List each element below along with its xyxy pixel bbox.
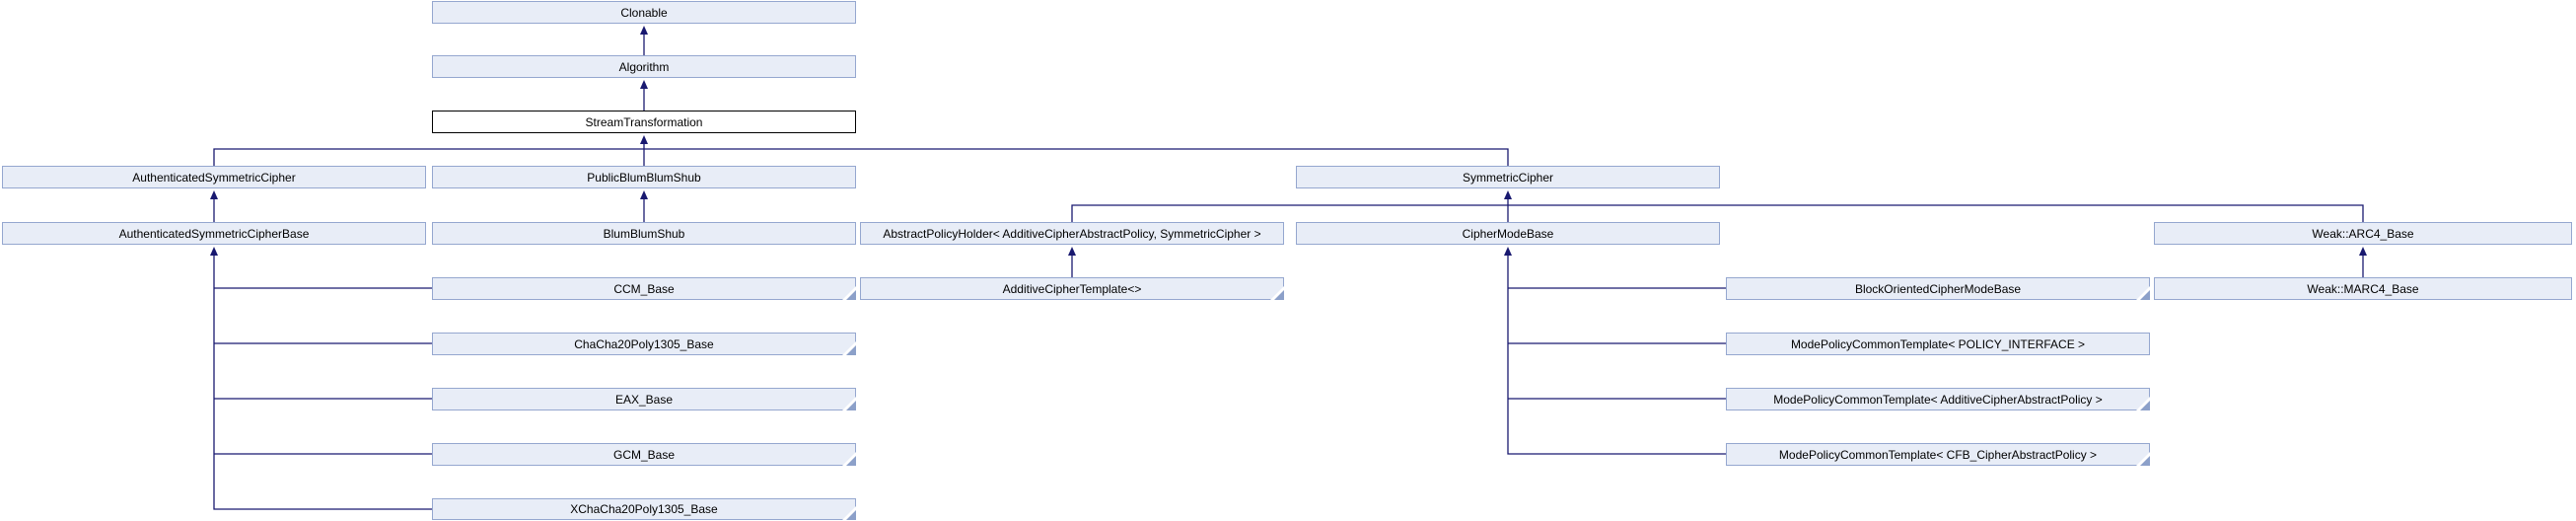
class-node-authenticated-symmetric-cipher-base[interactable]: AuthenticatedSymmetricCipherBase [2, 222, 426, 245]
class-node-label: CipherModeBase [1462, 226, 1554, 241]
class-node-blum-blum-shub[interactable]: BlumBlumShub [432, 222, 856, 245]
truncated-corner-icon [1274, 290, 1284, 300]
truncated-corner-icon [846, 456, 856, 466]
truncated-corner-icon [846, 401, 856, 410]
class-node-authenticated-symmetric-cipher[interactable]: AuthenticatedSymmetricCipher [2, 166, 426, 188]
class-node-label: CCM_Base [613, 281, 675, 296]
class-node-mode-policy-common-template-additive[interactable]: ModePolicyCommonTemplate< AdditiveCipher… [1726, 388, 2150, 410]
class-node-mode-policy-common-template-cfb[interactable]: ModePolicyCommonTemplate< CFB_CipherAbst… [1726, 443, 2150, 466]
class-node-label: XChaCha20Poly1305_Base [570, 502, 718, 516]
class-node-label: EAX_Base [614, 392, 674, 407]
class-node-label: Clonable [620, 5, 668, 20]
class-node-label: AuthenticatedSymmetricCipher [132, 170, 296, 185]
class-node-weak-arc4-base[interactable]: Weak::ARC4_Base [2154, 222, 2572, 245]
class-node-eax-base[interactable]: EAX_Base [432, 388, 856, 410]
class-node-abstract-policy-holder[interactable]: AbstractPolicyHolder< AdditiveCipherAbst… [860, 222, 1284, 245]
arrowhead-icon [2359, 247, 2367, 256]
inheritance-edge-ciphermodebase-children-trunk [1504, 247, 1726, 455]
class-node-weak-marc4-base[interactable]: Weak::MARC4_Base [2154, 277, 2572, 300]
arrowhead-icon [1068, 247, 1076, 256]
inheritance-edge-ascipherbase-children-trunk [210, 247, 432, 510]
class-node-block-oriented-cipher-mode-base[interactable]: BlockOrientedCipherModeBase [1726, 277, 2150, 300]
class-node-label: AbstractPolicyHolder< AdditiveCipherAbst… [883, 226, 1261, 241]
class-node-label: PublicBlumBlumShub [587, 170, 701, 185]
class-node-label: SymmetricCipher [1462, 170, 1553, 185]
arrowhead-icon [640, 80, 648, 89]
arrowhead-icon [210, 190, 218, 199]
class-node-symmetric-cipher[interactable]: SymmetricCipher [1296, 166, 1720, 188]
inheritance-edge-streamtransformation-to-algorithm [640, 80, 648, 111]
arrowhead-icon [210, 247, 218, 256]
class-node-gcm-base[interactable]: GCM_Base [432, 443, 856, 466]
truncated-corner-icon [2140, 401, 2150, 410]
edge-line [213, 148, 1509, 166]
class-node-label: Weak::ARC4_Base [2312, 226, 2414, 241]
truncated-corner-icon [846, 290, 856, 300]
truncated-corner-icon [2140, 456, 2150, 466]
class-node-label: GCM_Base [612, 447, 676, 462]
class-node-algorithm[interactable]: Algorithm [432, 55, 856, 78]
arrowhead-icon [640, 26, 648, 35]
class-node-label: Algorithm [618, 59, 670, 74]
truncated-corner-icon [846, 345, 856, 355]
inheritance-edge-bus-to-streamtransformation [640, 135, 648, 149]
class-node-label: AuthenticatedSymmetricCipherBase [118, 226, 310, 241]
inheritance-edge-children-bus-of-symmetriccipher [1071, 204, 2364, 222]
inheritance-edge-blumblumshub-to-publicblumblumshub [640, 190, 648, 222]
edge-line [1507, 255, 1726, 455]
inheritance-edge-algorithm-to-clonable [640, 26, 648, 55]
class-node-stream-transformation: StreamTransformation [432, 111, 856, 133]
truncated-corner-icon [2140, 290, 2150, 300]
arrowhead-icon [640, 190, 648, 199]
class-node-additive-cipher-template[interactable]: AdditiveCipherTemplate<> [860, 277, 1284, 300]
class-node-label: ChaCha20Poly1305_Base [574, 336, 714, 351]
class-node-label: Weak::MARC4_Base [2307, 281, 2419, 296]
class-node-label: ModePolicyCommonTemplate< CFB_CipherAbst… [1778, 447, 2098, 462]
class-node-label: BlumBlumShub [603, 226, 685, 241]
edge-line [213, 255, 432, 510]
class-node-public-blum-blum-shub[interactable]: PublicBlumBlumShub [432, 166, 856, 188]
edge-line [1071, 204, 2364, 222]
class-node-chacha20poly1305-base[interactable]: ChaCha20Poly1305_Base [432, 333, 856, 355]
inheritance-edge-children-bus-of-streamtransformation [213, 148, 1509, 166]
class-node-label: AdditiveCipherTemplate<> [1002, 281, 1142, 296]
class-node-label: BlockOrientedCipherModeBase [1854, 281, 2022, 296]
inheritance-edge-bus-to-symmetriccipher [1504, 190, 1512, 205]
inheritance-edge-additivetemplate-to-abstractpolicyholder [1068, 247, 1076, 277]
class-node-ccm-base[interactable]: CCM_Base [432, 277, 856, 300]
arrowhead-icon [640, 135, 648, 144]
class-node-clonable[interactable]: Clonable [432, 1, 856, 24]
class-node-label: StreamTransformation [585, 114, 703, 129]
class-node-cipher-mode-base[interactable]: CipherModeBase [1296, 222, 1720, 245]
inheritance-edge-marc4-to-arc4 [2359, 247, 2367, 277]
arrowhead-icon [1504, 190, 1512, 199]
class-node-mode-policy-common-template-policy-interface[interactable]: ModePolicyCommonTemplate< POLICY_INTERFA… [1726, 333, 2150, 355]
class-node-xchacha20poly1305-base[interactable]: XChaCha20Poly1305_Base [432, 498, 856, 520]
truncated-corner-icon [846, 510, 856, 520]
class-node-label: ModePolicyCommonTemplate< AdditiveCipher… [1773, 392, 2103, 407]
inheritance-edge-ascipherbase-to-ascipher [210, 190, 218, 222]
arrowhead-icon [1504, 247, 1512, 256]
class-node-label: ModePolicyCommonTemplate< POLICY_INTERFA… [1790, 336, 2086, 351]
